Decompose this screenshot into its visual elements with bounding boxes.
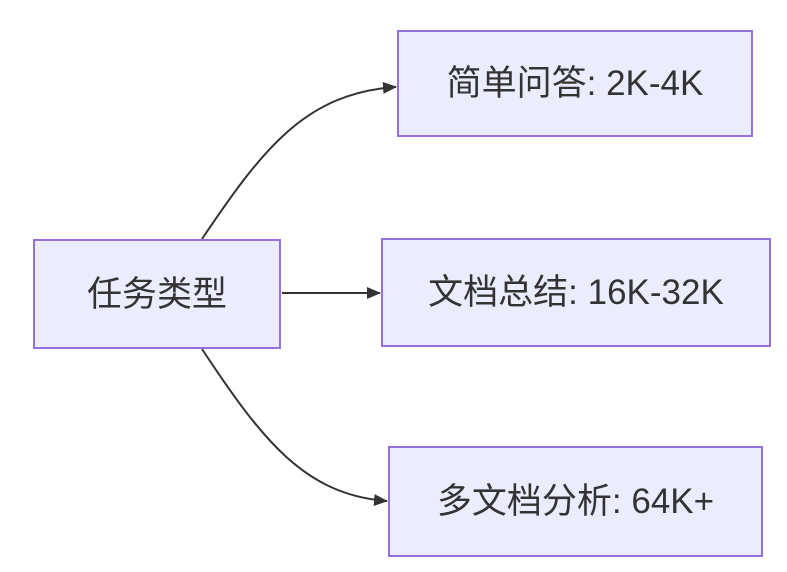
node-doc-summary-label: 文档总结: 16K-32K [428,273,724,312]
node-task-type-label: 任务类型 [86,274,227,314]
node-multi-doc: 多文档分析: 64K+ [388,446,763,557]
edge-task-to-qa [201,81,397,240]
node-multi-doc-label: 多文档分析: 64K+ [436,482,715,521]
node-doc-summary: 文档总结: 16K-32K [381,238,771,347]
edge-task-to-multi [201,348,388,507]
node-task-type: 任务类型 [33,239,281,349]
node-simple-qa: 简单问答: 2K-4K [397,30,753,137]
node-simple-qa-label: 简单问答: 2K-4K [446,64,704,103]
